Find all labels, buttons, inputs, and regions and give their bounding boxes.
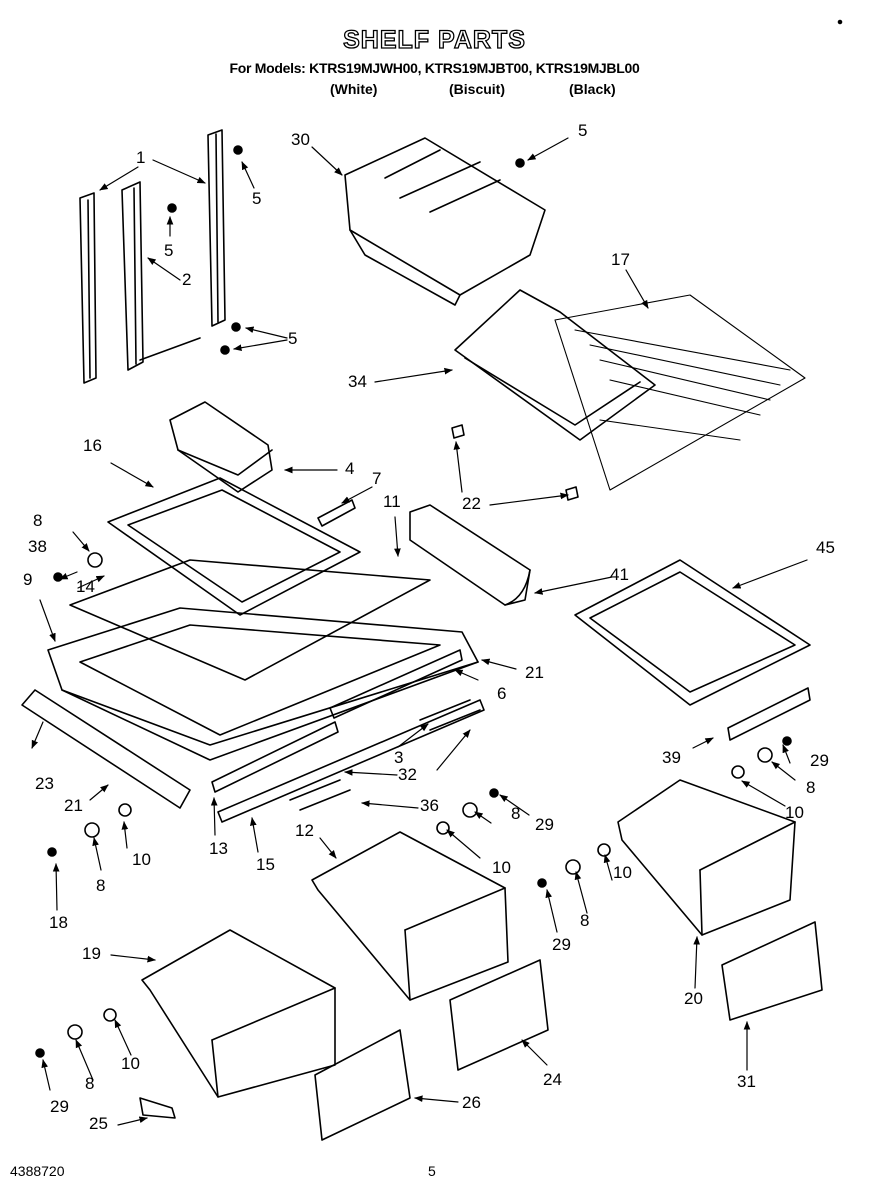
glass-shelf-16: [107, 477, 361, 616]
part-number-label: 16: [83, 436, 102, 455]
part-number-label: 10: [613, 863, 632, 882]
part-number-label: 36: [420, 796, 439, 815]
part-number-label: 2: [182, 270, 192, 289]
part-number-label: 21: [64, 796, 83, 815]
crisper-cover-30: [344, 137, 546, 306]
variant-white: (White): [330, 81, 378, 97]
part-number-label: 39: [662, 748, 681, 767]
part-number-label: 34: [348, 372, 367, 391]
part-number-label: 41: [610, 565, 629, 584]
part-number-label: 45: [816, 538, 835, 557]
part-number-label: 8: [580, 911, 590, 930]
part-number-label: 5: [252, 189, 262, 208]
model-list: For Models: KTRS19MJWH00, KTRS19MJBT00, …: [229, 60, 640, 76]
part-number-label: 3: [394, 748, 404, 767]
part-number-label: 18: [49, 913, 68, 932]
trim-strips: [21, 499, 811, 823]
part-number-label: 31: [737, 1072, 756, 1091]
page-title: SHELF PARTS: [342, 25, 526, 54]
shelf-frame-9: [47, 607, 479, 761]
screws: [35, 145, 792, 1058]
part-number-label: 5: [578, 121, 588, 140]
variant-black: (Black): [569, 81, 616, 97]
part-number-label: 29: [50, 1097, 69, 1116]
part-number-label: 20: [684, 989, 703, 1008]
part-number-label: 17: [611, 250, 630, 269]
part-number-label: 12: [295, 821, 314, 840]
part-number-label: 21: [525, 663, 544, 682]
part-number-label: 5: [164, 241, 174, 260]
part-number-label: 25: [89, 1114, 108, 1133]
part-number-label: 29: [552, 935, 571, 954]
part-number-label: 8: [806, 778, 816, 797]
part-number-label: 10: [132, 850, 151, 869]
spacers: [67, 424, 773, 1040]
ladder-rails: [79, 129, 226, 384]
part-number-label: 6: [497, 684, 507, 703]
part-number-label: 13: [209, 839, 228, 858]
part-number-label: 7: [372, 469, 382, 488]
part-number-label: 10: [785, 803, 804, 822]
drawer-fronts: [139, 921, 823, 1141]
part-number-label: 29: [810, 751, 829, 770]
part-number-label: 9: [23, 570, 33, 589]
part-number-label: 19: [82, 944, 101, 963]
variant-biscuit: (Biscuit): [449, 81, 505, 97]
crisper-drawer-19: [141, 929, 336, 1098]
part-number-label: 8: [33, 511, 43, 530]
page-number: 5: [428, 1163, 436, 1179]
leader-lines: [31, 137, 808, 1126]
part-number-label: 38: [28, 537, 47, 556]
part-number-label: 23: [35, 774, 54, 793]
part-number-label: 8: [85, 1074, 95, 1093]
crisper-drawer-20: [617, 779, 796, 936]
deli-drawer-34: [454, 289, 656, 441]
page-mark: [837, 19, 843, 25]
crisper-drawer-12: [311, 831, 509, 1001]
wire-shelf-17: [554, 294, 806, 491]
glass-shelf-11: [69, 559, 431, 681]
part-number-label: 26: [462, 1093, 481, 1112]
document-number: 4388720: [10, 1163, 65, 1179]
part-number-label: 10: [492, 858, 511, 877]
utility-bin-4: [169, 401, 273, 493]
part-number-label: 4: [345, 459, 355, 478]
part-number-label: 24: [543, 1070, 562, 1089]
door-bin-41: [409, 504, 531, 606]
part-number-label: 29: [535, 815, 554, 834]
part-number-label: 11: [383, 492, 401, 511]
part-number-label: 32: [398, 765, 417, 784]
part-number-label: 5: [288, 329, 298, 348]
part-number-label: 10: [121, 1054, 140, 1073]
glass-shelf-45: [574, 559, 811, 706]
part-number-label: 1: [136, 148, 146, 167]
part-number-label: 14: [76, 577, 95, 596]
part-number-label: 15: [256, 855, 275, 874]
part-number-label: 22: [462, 494, 481, 513]
part-number-label: 8: [96, 876, 106, 895]
part-number-label: 8: [511, 804, 521, 823]
part-number-label: 30: [291, 130, 310, 149]
